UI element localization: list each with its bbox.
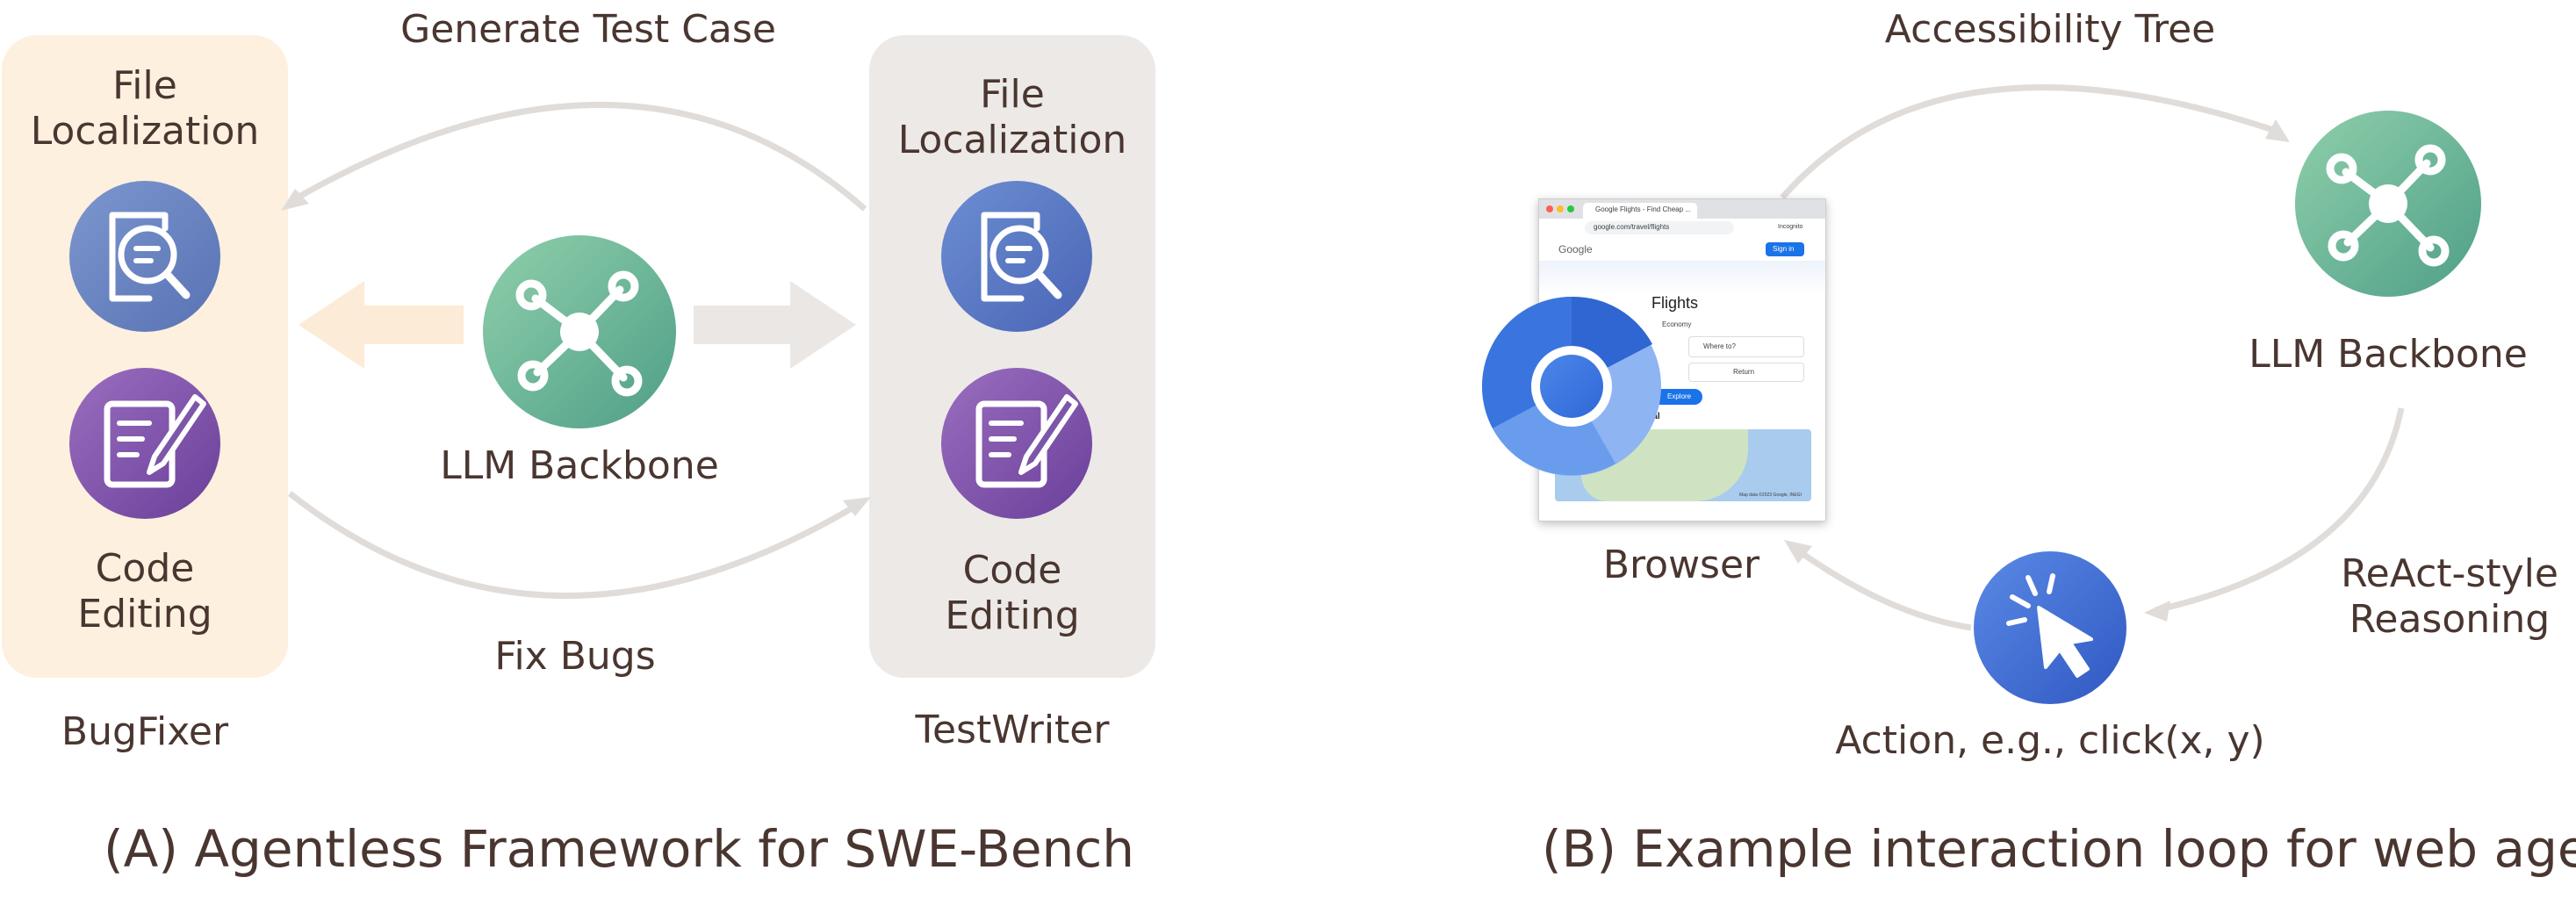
llm-backbone-icon xyxy=(483,235,676,428)
generate-test-case-arrowhead xyxy=(281,189,309,211)
sign-in-button[interactable]: Sign in xyxy=(1766,242,1804,256)
testwriter-code-editing-label: Code Editing xyxy=(869,548,1155,639)
bugfixer-code-editing-label: Code Editing xyxy=(2,546,288,637)
bugfixer-panel xyxy=(2,35,288,678)
testwriter-edit-icon xyxy=(941,368,1092,519)
action-to-browser-arrowhead xyxy=(1784,540,1812,564)
address-bar[interactable]: google.com/travel/flights xyxy=(1585,221,1734,234)
generate-test-case-arrow xyxy=(288,102,867,212)
reasoning-arrow xyxy=(2155,407,2405,614)
label-line: Editing xyxy=(77,592,212,636)
bugfixer-file-localization-label: File Localization xyxy=(2,63,288,155)
right-block-arrow xyxy=(694,281,856,369)
accessibility-tree-arrowhead xyxy=(2265,119,2290,142)
testwriter-panel xyxy=(869,35,1155,678)
hero-illustration xyxy=(1539,261,1825,296)
city-label: Montreal xyxy=(1623,412,1660,421)
page-header: Google Sign in xyxy=(1539,238,1825,262)
click-action-icon xyxy=(1974,551,2126,704)
label-line: Reasoning xyxy=(2349,597,2551,642)
sign-in-label: Sign in xyxy=(1773,245,1795,253)
panel-b-caption: (B) Example interaction loop for web age… xyxy=(1542,819,2576,879)
panel-a-caption: (A) Agentless Framework for SWE-Bench xyxy=(104,819,1134,879)
reasoning-arrowhead xyxy=(2144,601,2170,622)
generate-test-case-label: Generate Test Case xyxy=(400,7,776,52)
label-line: Localization xyxy=(897,118,1127,162)
return-field[interactable]: Return xyxy=(1688,363,1804,382)
map-land xyxy=(1581,429,1748,501)
accessibility-tree-label: Accessibility Tree xyxy=(1884,7,2216,52)
react-reasoning-label: ReAct-style Reasoning xyxy=(2335,551,2564,643)
profile-label: Incognito xyxy=(1778,224,1803,230)
label-line: ReAct-style xyxy=(2341,551,2558,596)
testwriter-name: TestWriter xyxy=(915,708,1110,752)
return-text: Return xyxy=(1733,368,1755,376)
browser-tab[interactable]: Google Flights - Find Cheap ... xyxy=(1583,203,1697,219)
tab-strip: Google Flights - Find Cheap ... xyxy=(1539,199,1825,219)
testwriter-file-localization-label: File Localization xyxy=(869,72,1155,163)
map-credit: Map data ©2023 Google, INEGI xyxy=(1739,493,1802,498)
browser-screenshot: Google Flights - Find Cheap ... google.c… xyxy=(1538,198,1826,521)
label-line: File xyxy=(112,63,177,108)
tab-title: Google Flights - Find Cheap ... xyxy=(1595,205,1691,213)
where-to-field[interactable]: Where to? xyxy=(1688,336,1804,357)
flights-heading: Flights xyxy=(1651,294,1699,312)
fix-bugs-arrow xyxy=(287,491,864,599)
cabin-select[interactable]: Economy xyxy=(1662,320,1692,328)
bugfixer-edit-icon xyxy=(69,368,220,519)
accessibility-tree-arrow xyxy=(1780,84,2280,200)
action-to-browser-arrow xyxy=(1793,546,1972,631)
label-line: Editing xyxy=(945,593,1080,638)
label-line: Localization xyxy=(30,109,260,154)
where-to-text: Where to? xyxy=(1703,342,1736,350)
llm-backbone-b-label: LLM Backbone xyxy=(2249,332,2528,377)
url-text: google.com/travel/flights xyxy=(1594,223,1670,231)
llm-backbone-b-icon xyxy=(2295,111,2481,297)
fix-bugs-label: Fix Bugs xyxy=(494,634,656,679)
explore-button[interactable]: Explore xyxy=(1653,389,1702,405)
llm-backbone-label: LLM Backbone xyxy=(440,443,719,488)
map[interactable]: Map data ©2023 Google, INEGI xyxy=(1555,429,1811,501)
action-label: Action, e.g., click(x, y) xyxy=(1835,718,2265,763)
testwriter-search-icon xyxy=(941,181,1092,332)
window-close-dot[interactable] xyxy=(1546,205,1553,212)
label-line: Code xyxy=(95,546,195,591)
window-minimize-dot[interactable] xyxy=(1557,205,1564,212)
window-maximize-dot[interactable] xyxy=(1567,205,1574,212)
left-block-arrow xyxy=(299,281,464,369)
label-line: File xyxy=(980,72,1045,117)
bugfixer-name: BugFixer xyxy=(61,709,229,754)
label-line: Code xyxy=(962,548,1062,593)
google-logo[interactable]: Google xyxy=(1558,243,1593,255)
explore-label: Explore xyxy=(1667,392,1692,400)
address-bar-row: google.com/travel/flights Incognito xyxy=(1539,219,1825,239)
browser-label: Browser xyxy=(1602,543,1760,587)
fix-bugs-arrowhead xyxy=(843,497,871,516)
bugfixer-search-icon xyxy=(69,181,220,332)
